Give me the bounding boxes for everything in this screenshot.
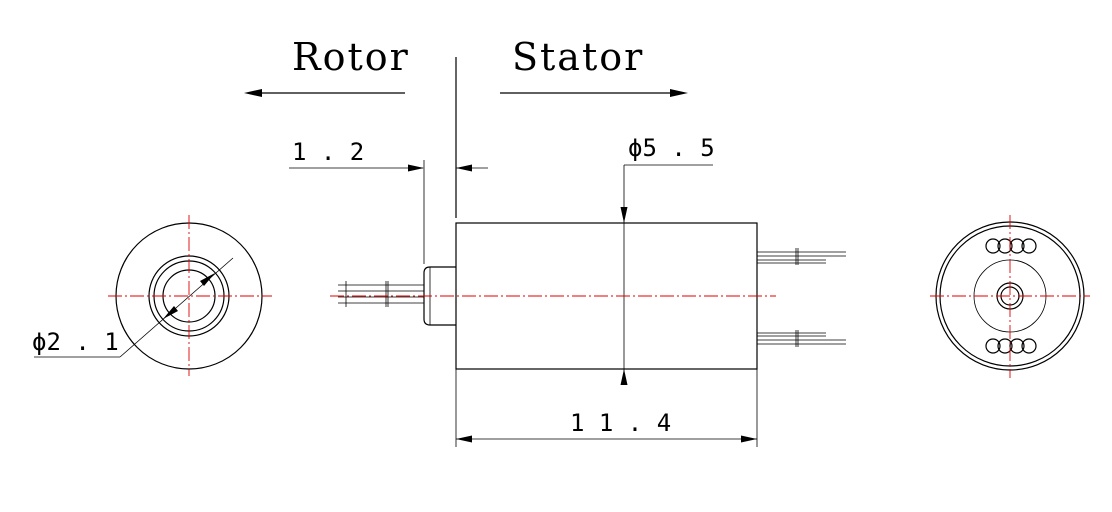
length-dimension: 1 1 . 4: [455, 369, 758, 447]
gap-dimension: 1 . 2: [289, 138, 488, 264]
shaft-diameter-arrow-bottom-icon: [163, 306, 178, 319]
body-diameter-arrow-bottom-icon: [620, 369, 628, 385]
gap-dimension-text: 1 . 2: [292, 138, 364, 166]
body-diameter-dimension: ϕ5 . 5: [620, 134, 715, 385]
length-dimension-text: 1 1 . 4: [570, 409, 671, 437]
rotor-label: Rotor: [292, 35, 410, 79]
rotor-direction-arrow-icon: [244, 89, 262, 97]
shaft-diameter-arrow-top-icon: [200, 273, 215, 286]
side-view: [330, 222, 846, 370]
shaft-diameter-text: ϕ2 . 1: [32, 328, 119, 356]
stator-end-view: [930, 215, 1090, 378]
stator-label-group: Stator: [500, 35, 688, 97]
stator-wires-top: [757, 248, 846, 265]
stator-wires-bottom: [757, 330, 846, 347]
rotor-end-view: ϕ2 . 1: [32, 215, 272, 376]
length-arrow-right-icon: [741, 435, 757, 443]
stator-direction-arrow-icon: [670, 89, 688, 97]
stator-end-wire-holes-top: [985, 238, 1037, 254]
shaft-diameter-leader: [119, 257, 234, 358]
body-diameter-arrow-top-icon: [620, 207, 628, 223]
rotor-label-group: Rotor: [244, 35, 410, 97]
stator-end-wire-holes-bottom: [985, 338, 1037, 354]
stator-label: Stator: [512, 35, 644, 79]
rotor-wires: [338, 281, 424, 307]
gap-arrow-right-icon: [456, 164, 472, 172]
body-diameter-text: ϕ5 . 5: [628, 134, 715, 162]
gap-arrow-left-icon: [408, 164, 424, 172]
length-arrow-left-icon: [456, 435, 472, 443]
